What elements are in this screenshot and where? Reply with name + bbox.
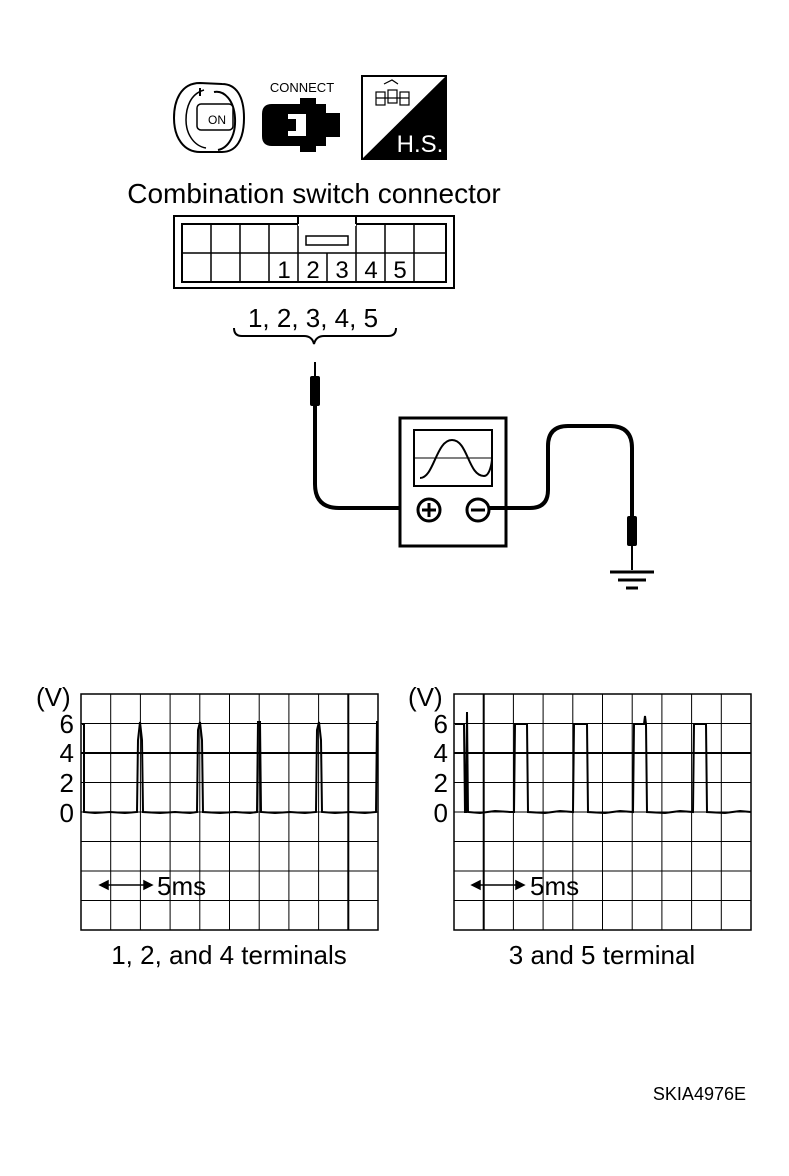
scope-right-tick-0: 0: [434, 798, 448, 828]
scope-left-tick-6: 6: [60, 709, 74, 739]
scope-right-time-scale: 5ms: [530, 871, 579, 901]
connector-title: Combination switch connector: [127, 178, 501, 209]
scope-left-time-scale: 5ms: [157, 871, 206, 901]
scope-right: (V) 6 4 2 0: [408, 682, 752, 970]
ground-icon: [610, 570, 654, 590]
scope-right-time-scale-arrow: [470, 879, 526, 891]
terminal-1: 1: [277, 257, 290, 284]
scope-right-unit: (V): [408, 682, 443, 712]
scope-right-grid: [453, 693, 752, 931]
scope-right-tick-6: 6: [434, 709, 448, 739]
scope-left-waveform: [82, 721, 378, 815]
scope-right-tick-4: 4: [434, 738, 448, 768]
scope-left: (V) 6 4 2 0: [36, 682, 379, 970]
scope-left-tick-0: 0: [60, 798, 74, 828]
connector-terminal-numbers: 1 2 3 4 5: [277, 257, 406, 284]
scope-right-tick-2: 2: [434, 768, 448, 798]
scope-left-tick-4: 4: [60, 738, 74, 768]
scope-left-tick-2: 2: [60, 768, 74, 798]
figure-id: SKIA4976E: [653, 1084, 746, 1104]
scope-right-caption: 3 and 5 terminal: [509, 940, 695, 970]
ignition-on-label: ON: [208, 113, 226, 127]
terminal-2: 2: [306, 257, 319, 284]
scope-right-waveform: [455, 711, 752, 815]
connect-icon: CONNECT: [262, 80, 340, 152]
negative-probe: [489, 424, 637, 570]
oscilloscope-icon: [398, 416, 508, 548]
terminal-brace: [233, 327, 397, 345]
terminal-5: 5: [393, 257, 406, 284]
probe-terminals-label: 1, 2, 3, 4, 5: [248, 303, 378, 333]
scope-left-unit: (V): [36, 682, 71, 712]
scope-left-time-scale-arrow: [98, 879, 154, 891]
connector-face: [173, 215, 455, 289]
terminal-3: 3: [335, 257, 348, 284]
terminal-4: 4: [364, 257, 377, 284]
scope-left-caption: 1, 2, and 4 terminals: [111, 940, 347, 970]
ignition-key-icon: ON: [172, 81, 246, 153]
connect-label: CONNECT: [270, 80, 334, 95]
harness-sign-icon: H.S.: [361, 75, 447, 160]
positive-probe: [310, 362, 418, 510]
harness-sign-label: H.S.: [397, 131, 444, 158]
